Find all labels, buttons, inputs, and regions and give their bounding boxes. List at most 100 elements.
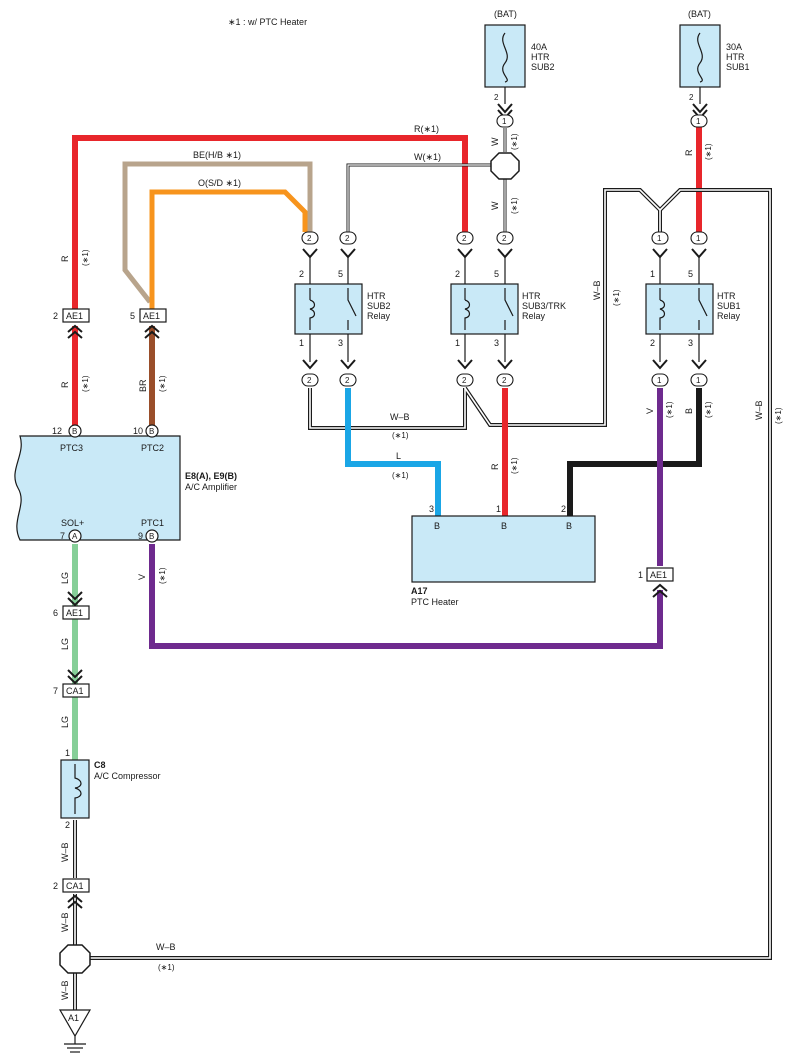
pin-label: 1 [502,117,507,126]
wire-label: (∗1) [158,963,175,972]
fuse-name: HTR [726,52,745,62]
wire-black-b [567,388,702,516]
junction-ground [59,944,91,974]
wire-label: LG [60,638,70,650]
fuse-pin: 2 [494,93,499,102]
pin-label: 1 [657,234,662,243]
relay-name: SUB1 [717,301,741,311]
relay-pin: 2 [299,269,304,279]
fuse-htr-sub1 [679,24,721,128]
connector-pin: 7 [53,686,58,696]
wire-label: (∗1) [392,431,409,440]
connector-ae1-right [646,567,674,598]
amp-terminal: PTC1 [141,518,164,528]
relay-name: Relay [522,311,546,321]
wire-label: V [645,408,655,414]
pin-label: 2 [502,376,507,385]
heater-terminal: B [501,521,507,531]
wire-label: W–B [592,280,602,300]
pin-label: 2 [502,234,507,243]
wire-label: BR [138,379,148,392]
amp-pin-letter: A [72,532,78,541]
wire-label: W–B [60,912,70,932]
amp-terminal: SOL+ [61,518,84,528]
relay-pin: 5 [338,269,343,279]
relay-name: Relay [717,311,741,321]
heater-pin: 2 [561,504,566,514]
wire-label: B [684,408,694,414]
connector-label: AE1 [650,570,667,580]
relay-name: Relay [367,311,391,321]
connector-ae1-mid [139,308,167,339]
connector-label: AE1 [66,608,83,618]
amp-pin: 10 [133,426,143,436]
connector-pin: 2 [53,311,58,321]
amp-pin-letter: B [149,532,154,541]
heater-terminal: B [434,521,440,531]
wire-label: L [396,451,401,461]
wire-label: W–B [156,942,176,952]
fuse-rating: 40A [531,42,547,52]
amp-pin-letter: B [72,427,77,436]
ac-compressor [60,759,90,819]
relay-name: HTR [717,291,736,301]
relay-pin: 2 [650,338,655,348]
pin-label: 2 [307,234,312,243]
fuse-bat-label: (BAT) [688,9,711,19]
connector-pin: 2 [53,881,58,891]
heater-desc: PTC Heater [411,597,459,607]
wire-label: (∗1) [81,375,90,392]
wire-label: (∗1) [81,249,90,266]
pin-label: 2 [345,376,350,385]
wire-white-w [346,128,507,232]
connector-ae1-lower [62,591,90,620]
fuse-bat-label: (BAT) [494,9,517,19]
wire-label: V [137,574,147,580]
wire-red-r [72,135,468,310]
relay-name: HTR [522,291,541,301]
fuse-htr-sub2 [484,24,526,128]
wire-label: (∗1) [510,133,519,150]
amp-name: E8(A), E9(B) [185,471,237,481]
wire-label: (∗1) [704,143,713,160]
wire-label: (∗1) [665,401,674,418]
ground-a1 [58,1009,92,1053]
compressor-pin: 1 [65,748,70,758]
heater-terminal: B [566,521,572,531]
wire-label: R(∗1) [414,124,439,134]
wire-label: (∗1) [510,457,519,474]
amp-pin: 9 [138,531,143,541]
connector-ca1-lower [62,878,90,909]
amp-pin: 7 [60,531,65,541]
wire-label: LG [60,572,70,584]
fuse-name2: SUB1 [726,62,750,72]
wire-label: W(∗1) [414,152,441,162]
wire-label: W–B [754,400,764,420]
amp-terminal: PTC2 [141,443,164,453]
connector-ae1-left [62,308,90,339]
relay-pin: 2 [455,269,460,279]
pin-label: 2 [462,376,467,385]
relay-pin: 1 [299,338,304,348]
relay-name: SUB2 [367,301,391,311]
connector-label: AE1 [143,311,160,321]
connector-label: CA1 [66,686,84,696]
wire-label: BE(H/B ∗1) [193,150,241,160]
wire-label: (∗1) [158,567,167,584]
pin-label: 1 [696,376,701,385]
connector-label: AE1 [66,311,83,321]
relay-htr-sub1 [645,231,714,387]
heater-name: A17 [411,586,428,596]
connector-label: CA1 [66,881,84,891]
ground-label: A1 [68,1013,79,1023]
fuse-pin: 2 [689,93,694,102]
note-ptc: ∗1 : w/ PTC Heater [228,17,307,27]
relay-pin: 3 [338,338,343,348]
wire-label: (∗1) [612,289,621,306]
pin-label: 2 [307,376,312,385]
relay-pin: 5 [494,269,499,279]
relay-pin: 1 [650,269,655,279]
amp-terminal: PTC3 [60,443,83,453]
wire-label: (∗1) [704,401,713,418]
fuse-rating: 30A [726,42,742,52]
